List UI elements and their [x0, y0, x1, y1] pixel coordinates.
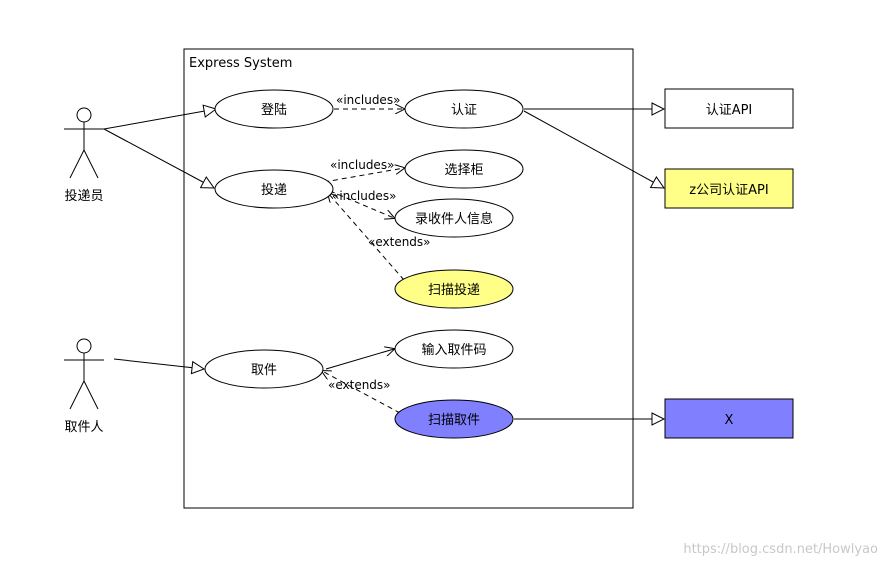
svg-text:取件: 取件 [251, 363, 277, 378]
rel-deliver-select [323, 168, 404, 183]
use-case-scan-deliver[interactable]: 扫描投递 [394, 269, 514, 309]
assoc-courier-deliver [103, 128, 214, 188]
actor-courier-label: 投递员 [64, 188, 103, 204]
svg-text:登陆: 登陆 [261, 102, 287, 118]
assoc-auth-zauthapi [523, 110, 664, 188]
system-title: Express System [189, 56, 292, 71]
svg-text:认证API: 认证API [706, 103, 753, 118]
assoc-recipient-pickup [113, 358, 204, 369]
use-case-scan-pickup[interactable]: 扫描取件 [394, 399, 514, 439]
label-includes-select: «includes» [330, 158, 394, 172]
external-x-system[interactable]: X [664, 398, 794, 439]
label-extends-scan-pickup: «extends» [328, 378, 391, 392]
use-case-select-cabinet[interactable]: 选择柜 [404, 149, 524, 189]
svg-text:选择柜: 选择柜 [444, 163, 483, 178]
actor-recipient-label: 取件人 [64, 420, 103, 435]
system-boundary [183, 48, 634, 509]
rel-scan-deliver-extends [328, 193, 405, 281]
use-case-login[interactable]: 登陆 [214, 89, 334, 129]
use-case-pickup[interactable]: 取件 [204, 349, 324, 389]
rel-deliver-record [329, 190, 394, 218]
external-auth-api[interactable]: 认证API [664, 88, 794, 129]
watermark: https://blog.csdn.net/Howlyao [683, 542, 878, 557]
label-extends-scan-deliver: «extends» [368, 235, 431, 249]
actor-recipient[interactable] [64, 338, 104, 410]
use-case-record-recipient[interactable]: 录收件人信息 [394, 198, 514, 238]
use-case-deliver[interactable]: 投递 [214, 169, 334, 209]
external-z-auth-api[interactable]: z公司认证API [664, 168, 794, 209]
svg-text:输入取件码: 输入取件码 [421, 342, 486, 358]
use-case-enter-code[interactable]: 输入取件码 [394, 329, 514, 369]
rel-pickup-enter-code [325, 349, 394, 370]
assoc-courier-login [103, 109, 216, 130]
svg-text:录收件人信息: 录收件人信息 [415, 211, 493, 227]
use-case-auth[interactable]: 认证 [404, 89, 524, 129]
svg-text:认证: 认证 [451, 103, 477, 118]
label-includes-login-auth: «includes» [336, 93, 400, 107]
label-includes-record: «includes» [332, 189, 396, 203]
svg-text:投递: 投递 [261, 182, 287, 198]
rel-scan-pickup-extends [322, 371, 401, 414]
svg-text:扫描取件: 扫描取件 [428, 413, 480, 428]
svg-text:z公司认证API: z公司认证API [689, 183, 768, 198]
svg-text:X: X [725, 413, 734, 428]
svg-text:扫描投递: 扫描投递 [428, 282, 480, 298]
actor-courier[interactable] [64, 107, 104, 179]
